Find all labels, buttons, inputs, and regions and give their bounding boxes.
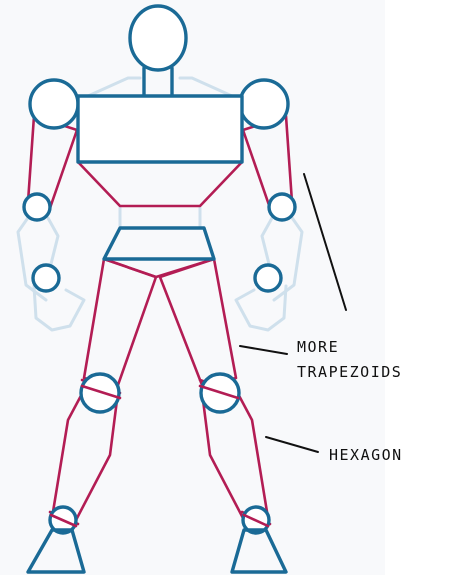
ghost-hand-left (32, 284, 86, 332)
ghost-arm-left-inner (46, 216, 60, 270)
pointer-more-trapezoids-upper (303, 173, 347, 311)
ghost-shoulder-right (178, 76, 234, 98)
ghost-arm-left (16, 210, 48, 302)
wrist-joint-right (253, 263, 283, 293)
wrist-joint-left (31, 263, 61, 293)
neck (142, 66, 174, 98)
structural-shapes (22, 4, 297, 574)
ghost-arm-right (272, 210, 304, 302)
pointer-more-trapezoids-lower (239, 345, 288, 355)
hip-trapezoid (102, 226, 216, 261)
knee-band-right-over (198, 384, 240, 400)
elbow-joint-right (267, 192, 297, 222)
elbow-joint-left (22, 192, 52, 222)
ankle-band-right-over (242, 513, 270, 528)
ghost-shoulder-left (86, 76, 142, 98)
label-more: MORE (297, 338, 339, 356)
label-trapezoids: TRAPEZOIDS (297, 363, 402, 381)
foot-left (26, 528, 86, 574)
knee-band-left-over (80, 384, 122, 400)
shoulder-joint-left (28, 78, 80, 130)
label-hexagon: HEXAGON (329, 446, 403, 464)
ghost-hand-right (234, 284, 288, 332)
shoulder-joint-right (238, 78, 290, 130)
head-oval (128, 4, 188, 72)
ghost-waist (118, 206, 202, 228)
pointer-hexagon (265, 436, 319, 453)
ankle-band-left-over (49, 513, 78, 528)
torso-box (76, 94, 244, 164)
chest-trapezoid (76, 160, 244, 208)
ghost-outline (16, 76, 304, 332)
foot-right (230, 528, 288, 574)
ghost-arm-right-inner (260, 216, 274, 270)
